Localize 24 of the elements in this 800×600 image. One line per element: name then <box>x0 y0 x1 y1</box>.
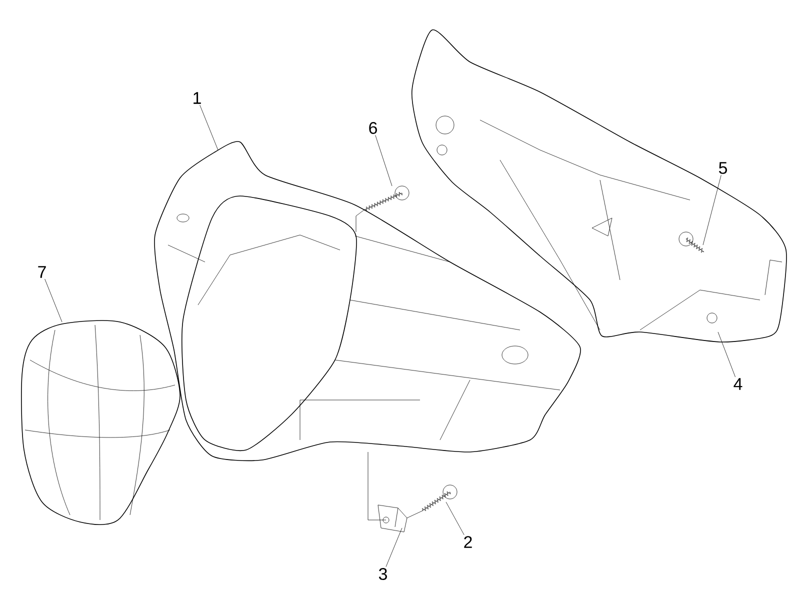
callout-number: 5 <box>718 162 727 174</box>
leader-line <box>702 174 722 246</box>
callout-number: 7 <box>38 266 46 278</box>
callout-number: 4 <box>734 378 742 390</box>
screw-drawing <box>364 186 410 212</box>
rear-cover-drawing <box>411 29 787 342</box>
leader-line <box>718 332 736 378</box>
leader-line <box>386 528 402 567</box>
leader-line <box>375 135 392 186</box>
lens-cover-drawing <box>21 320 180 526</box>
leader-line <box>446 502 464 536</box>
front-cover-drawing <box>154 141 581 462</box>
leader-line <box>200 104 218 150</box>
screw-drawing <box>678 232 704 253</box>
leader-line <box>44 278 62 322</box>
callout-number: 1 <box>194 92 201 104</box>
callout-number: 6 <box>369 122 377 134</box>
callout-number: 3 <box>378 568 387 580</box>
clip-nut-drawing <box>378 504 408 532</box>
assembly-line <box>368 452 386 520</box>
screw-drawing <box>422 484 458 512</box>
callout-number: 2 <box>464 536 472 548</box>
assembly-line <box>356 210 364 232</box>
assembly-line <box>406 510 422 518</box>
